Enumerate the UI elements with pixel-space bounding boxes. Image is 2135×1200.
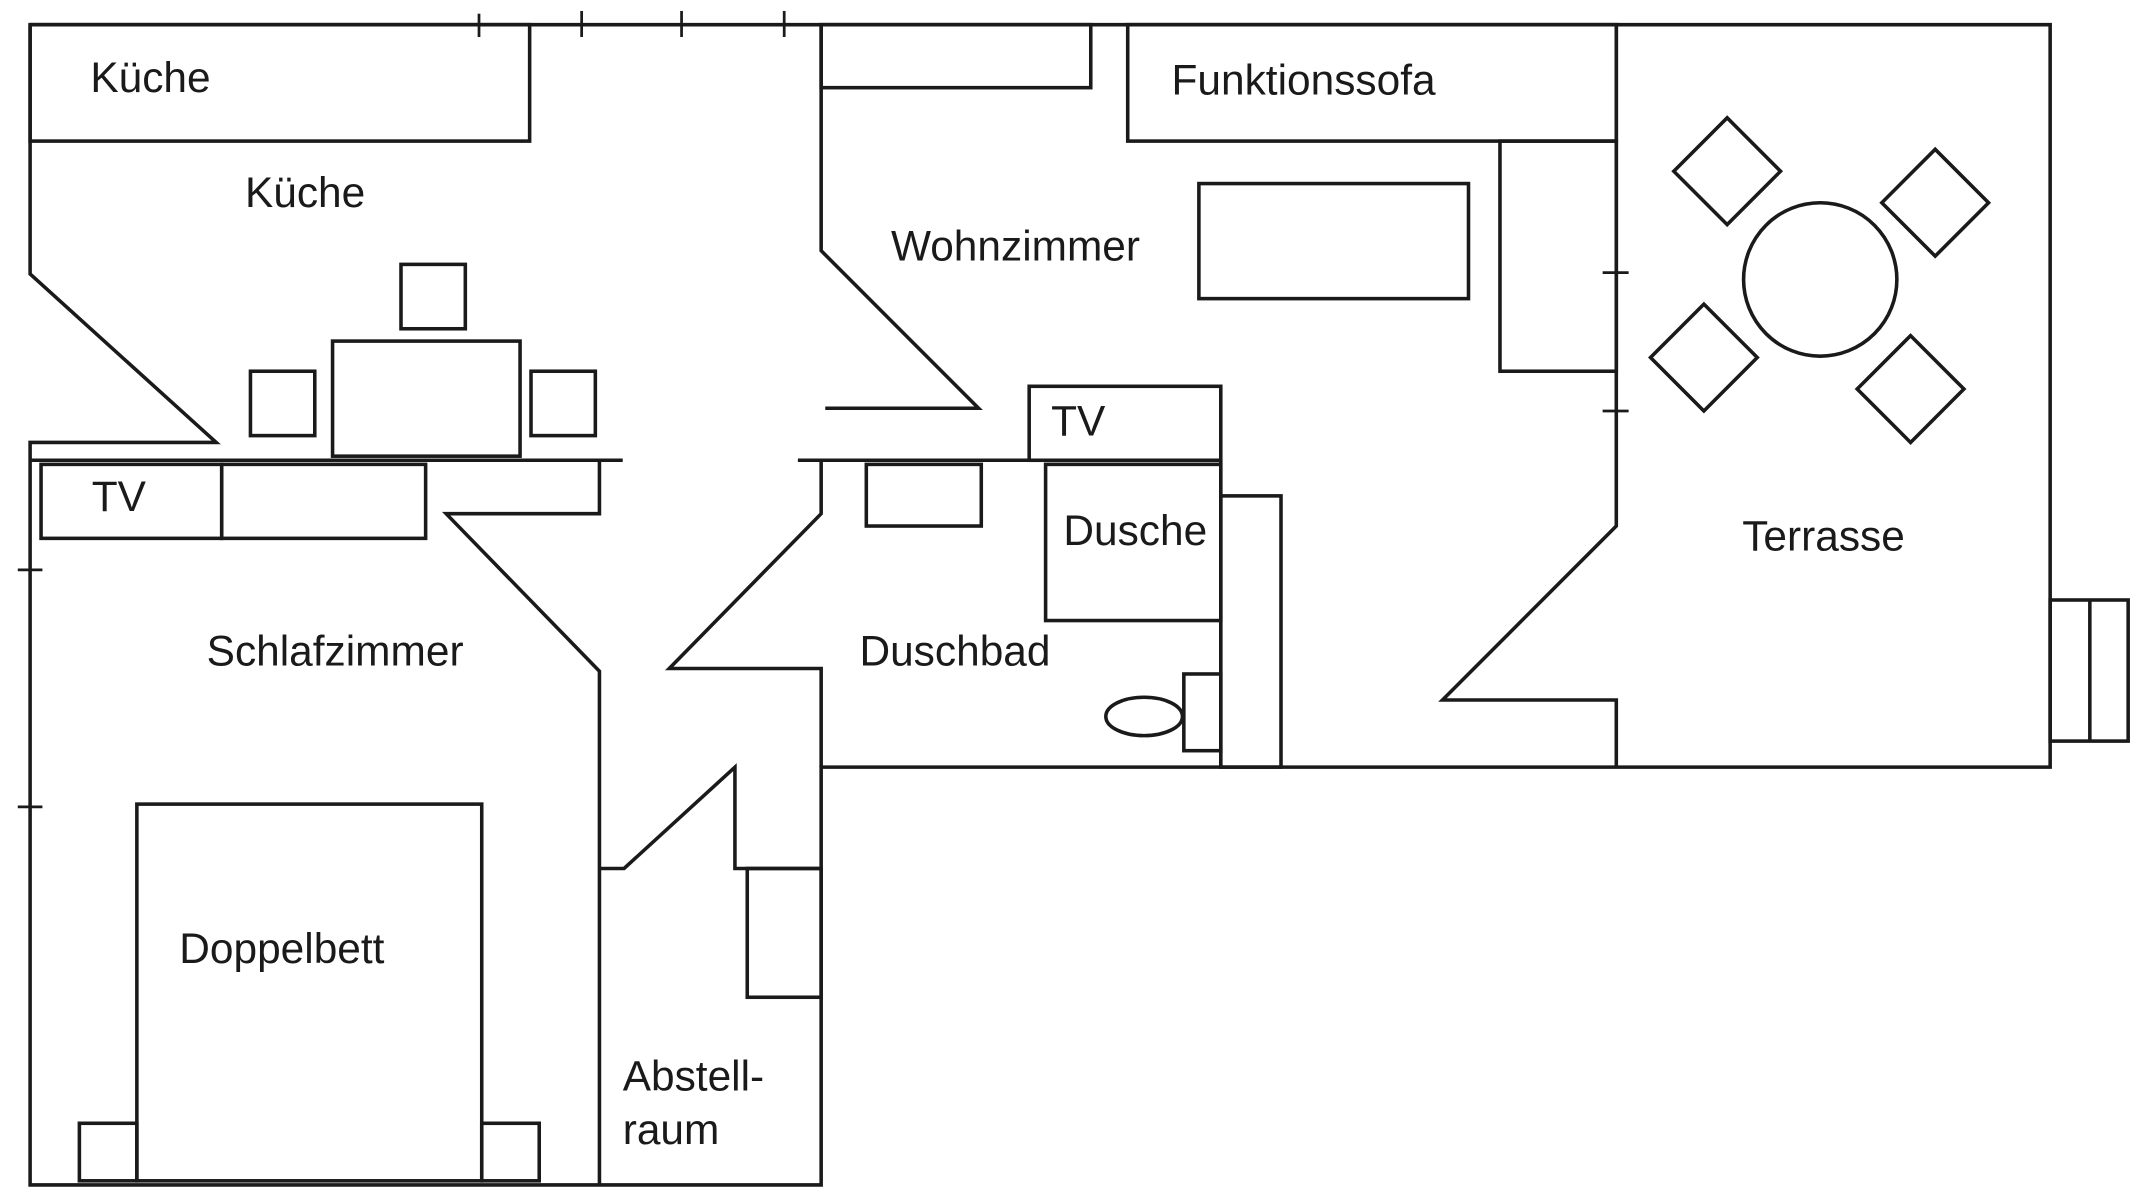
storage-shelf [745,866,823,1000]
labels: Küche Küche TV Schlafzimmer Doppelbett A… [90,54,1905,1153]
kitchen-chair-right [529,369,598,438]
label-double-bed: Doppelbett [179,925,384,972]
terrace-wall [1438,24,1619,768]
toilet-tank [1182,672,1223,753]
furniture [28,22,2130,1183]
coffee-table [1197,181,1471,301]
toilet-bowl [1104,695,1185,738]
bedroom-dresser [219,462,428,541]
terrace-chair [1854,333,1967,445]
terrace-chair [1648,301,1760,414]
label-tv-bedroom: TV [92,473,147,520]
label-kitchen-counter: Küche [90,54,210,101]
side-cabinet [1498,139,1619,374]
storage-door [599,763,822,871]
living-tv-unit [1027,384,1223,463]
bedroom-wall [441,460,602,1185]
label-storage-2: raum [623,1106,720,1153]
label-shower-room: Duschbad [859,628,1050,675]
bath-duct [1219,494,1283,769]
bath-wall [664,460,823,768]
nightstand-right [479,1121,542,1183]
label-tv-living: TV [1051,398,1106,445]
terrace-table [1741,200,1899,358]
terrace-chair [1879,146,1992,259]
label-kitchen: Küche [245,169,365,216]
kitchen-counter [28,22,532,143]
label-shower: Dusche [1063,507,1207,554]
label-storage-1: Abstell- [623,1052,764,1099]
sofa [1125,22,1619,143]
kitchen-chair-left [248,369,317,438]
living-wall [819,24,983,410]
terrace-chair [1671,115,1784,228]
bath-vanity [864,462,984,528]
label-terrace: Terrasse [1742,513,1905,560]
double-bed [135,802,484,1183]
label-bedroom: Schlafzimmer [207,628,464,675]
label-sofa: Funktionssofa [1172,57,1436,104]
nightstand-left [77,1121,139,1183]
living-cabinet [819,22,1093,90]
kitchen-table [330,339,522,458]
outer-wall [28,22,2052,1187]
kitchen-chair-top [399,262,468,331]
label-living-room: Wohnzimmer [891,222,1140,269]
